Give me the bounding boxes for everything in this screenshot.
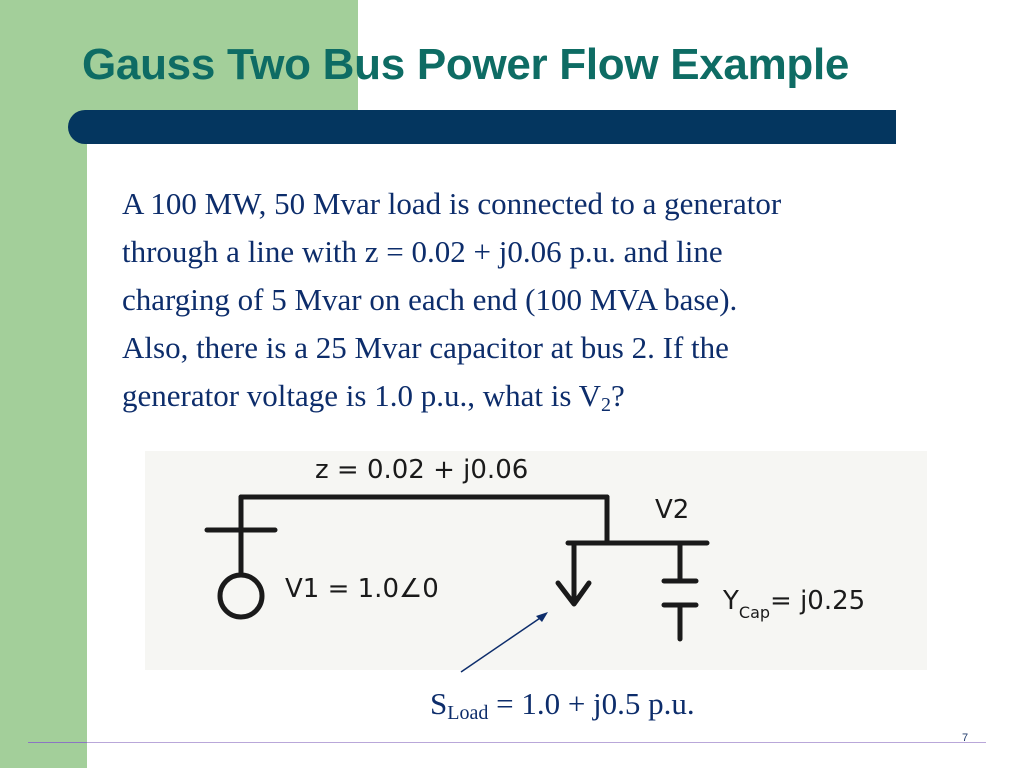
title-green-block (0, 0, 358, 110)
statement-line-5-text: generator voltage is 1.0 p.u., what is V (122, 378, 601, 413)
footer-rule-accent (28, 742, 87, 743)
v2-label: V2 (655, 495, 689, 525)
slide-title: Gauss Two Bus Power Flow Example (82, 40, 850, 89)
ycap-value: = j0.25 (770, 586, 865, 616)
load-callout-arrow (460, 612, 548, 673)
callout-arrow-head (536, 612, 548, 622)
statement-line-3: charging of 5 Mvar on each end (100 MVA … (122, 282, 738, 317)
callout-arrow-line (460, 613, 547, 673)
load-power-label: SLoad = 1.0 + j0.5 p.u. (430, 686, 695, 725)
generator-symbol (217, 572, 265, 620)
load-power-value: = 1.0 + j0.5 p.u. (488, 686, 695, 721)
v2-subscript: 2 (600, 394, 611, 416)
question-mark: ? (610, 378, 625, 413)
hand-drawn-circuit-diagram: z = 0.02 + j0.06 V2 V1 = 1.0∠0 YCap= j0.… (145, 451, 927, 670)
circuit-sketch: z = 0.02 + j0.06 V2 V1 = 1.0∠0 YCap= j0.… (204, 455, 865, 642)
footer-rule (28, 742, 986, 743)
problem-statement: A 100 MW, 50 Mvar load is connected to a… (122, 180, 1002, 420)
statement-line-5: generator voltage is 1.0 p.u., what is V… (122, 372, 1002, 420)
load-subscript: Load (447, 702, 489, 724)
impedance-label: z = 0.02 + j0.06 (315, 455, 528, 485)
title-underline-bar (68, 110, 896, 144)
page-number: 7 (962, 732, 969, 744)
statement-line-1: A 100 MW, 50 Mvar load is connected to a… (122, 186, 782, 221)
load-arrow (555, 580, 592, 607)
ycap-label: YCap= j0.25 (722, 586, 865, 622)
ycap-subscript: Cap (739, 603, 770, 622)
statement-line-4: Also, there is a 25 Mvar capacitor at bu… (122, 330, 729, 365)
v1-label: V1 = 1.0∠0 (285, 574, 439, 604)
statement-line-2: through a line with z = 0.02 + j0.06 p.u… (122, 234, 723, 269)
ycap-symbol: Y (722, 586, 739, 616)
s-symbol: S (430, 686, 448, 721)
